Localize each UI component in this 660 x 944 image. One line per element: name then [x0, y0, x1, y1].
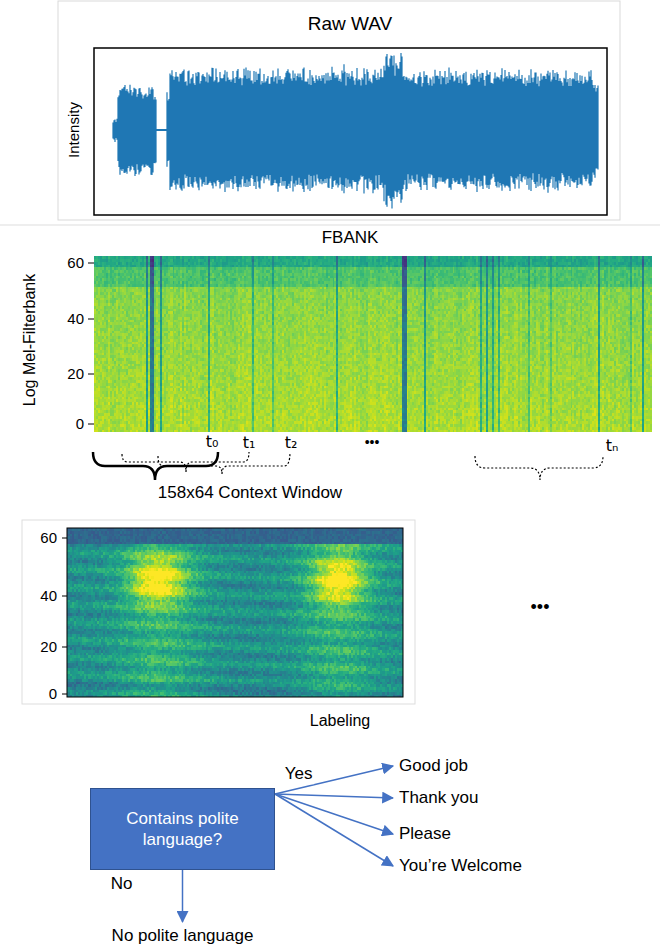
tick-label: 60	[67, 254, 84, 271]
node-text: Thank you	[399, 788, 478, 808]
sliding-brace	[158, 452, 290, 474]
time-label: t₂	[285, 434, 298, 452]
panel-title: FBANK	[322, 228, 379, 248]
panel-frame	[22, 520, 415, 704]
label-option: Thank you	[397, 787, 480, 809]
edge-label: No	[109, 874, 135, 894]
decision-box: Contains polite language?	[90, 788, 275, 870]
node-text: You’re Welcome	[399, 856, 522, 876]
tick-label: 20	[67, 365, 84, 382]
panel-title: Raw WAV	[308, 13, 392, 35]
waveform-trace	[113, 53, 598, 209]
sliding-brace	[475, 456, 603, 480]
plot-frame	[94, 48, 607, 215]
panel-frame	[58, 1, 620, 220]
axis-ticks	[62, 538, 67, 694]
tick-label: 40	[40, 587, 57, 604]
sliding-brace	[122, 452, 249, 472]
arrow-connector	[275, 794, 393, 834]
axis-ticks	[88, 263, 94, 424]
waveform	[113, 53, 598, 209]
axis-title: Log Mel-Filterbank	[21, 274, 39, 407]
label-option: Good job	[397, 755, 470, 777]
node-text: Please	[399, 824, 451, 844]
section-label: Labeling	[310, 712, 371, 730]
arrow-connector	[182, 870, 184, 922]
window-caption: 158x64 Context Window	[158, 483, 342, 503]
node-text: No polite language	[112, 926, 254, 944]
edge-label: Yes	[283, 765, 315, 785]
arrow-connector	[275, 794, 393, 866]
spectrogram	[94, 256, 652, 432]
time-label: tₙ	[606, 437, 619, 455]
label-option: Please	[397, 823, 453, 845]
tick-label: 0	[49, 685, 57, 702]
node-text: Contains polite language?	[103, 808, 262, 851]
tick-label: 0	[76, 415, 84, 432]
ellipsis: •••	[365, 434, 380, 450]
arrow-connector	[275, 794, 393, 798]
tick-label: 40	[67, 310, 84, 327]
plot-frame	[67, 528, 403, 697]
node-text: Good job	[399, 756, 468, 776]
ellipsis: •••	[531, 597, 550, 618]
label-option: You’re Welcome	[397, 855, 524, 877]
time-label: t₁	[243, 434, 256, 452]
axis-title: Intensity	[65, 102, 82, 158]
time-label: t₀	[206, 433, 219, 451]
tick-label: 60	[40, 529, 57, 546]
label-outcome: No polite language	[110, 925, 256, 944]
context-spectrogram	[67, 528, 403, 697]
tick-label: 20	[40, 638, 57, 655]
panel-separator	[0, 225, 660, 226]
